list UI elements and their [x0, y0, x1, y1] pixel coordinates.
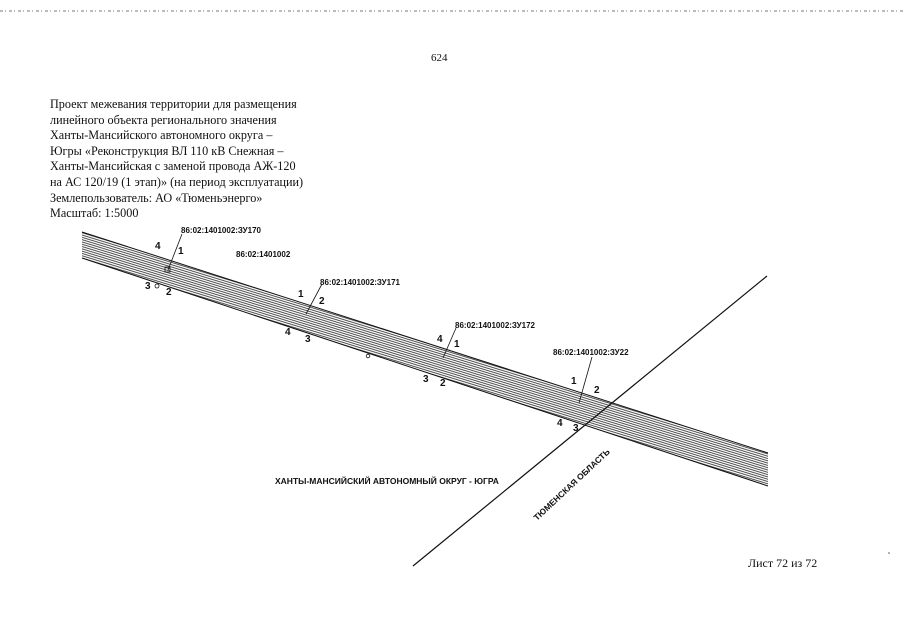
page-number: 624: [431, 52, 448, 64]
title-line: Ханты-Мансийского автономного округа –: [50, 128, 273, 143]
parcel-label-zu171: 86:02:1401002:ЗУ171: [320, 278, 401, 287]
corner-number: 4: [155, 241, 161, 252]
scale-line: Масштаб: 1:5000: [50, 206, 139, 221]
corner-number: 4: [285, 327, 291, 338]
corner-number: 4: [557, 418, 563, 429]
corner-number: 4: [437, 334, 443, 345]
title-line: на АС 120/19 (1 этап)» (на период эксплу…: [50, 174, 304, 189]
corner-number: 2: [594, 385, 600, 396]
region-boundary-line: [412, 275, 768, 567]
leader-line: [578, 356, 593, 404]
title-line: Ханты-Мансийская с заменой провода АЖ-12…: [50, 159, 296, 174]
corner-number: 1: [178, 246, 184, 257]
leader-line: [442, 327, 457, 359]
survey-point: [365, 353, 371, 359]
corner-number: 1: [454, 339, 460, 350]
land-user-line: Землепользователь: АО «Тюменьэнерго»: [50, 190, 263, 205]
corner-number: 1: [298, 289, 304, 300]
project-title-block: Проект межевания территории для размещен…: [50, 97, 350, 222]
parcel-label-zu172: 86:02:1401002:ЗУ172: [455, 321, 536, 330]
cadastral-quarter-label: 86:02:1401002: [236, 250, 291, 259]
survey-point: [154, 283, 160, 289]
corner-number: 3: [423, 374, 429, 385]
title-line: Югры «Реконструкция ВЛ 110 кВ Снежная –: [50, 143, 284, 158]
corner-number: 3: [145, 281, 151, 292]
strip-edge-upper: [81, 231, 769, 454]
corner-number: 2: [319, 296, 325, 307]
sheet-number: Лист 72 из 72: [748, 556, 818, 570]
leader-line: [305, 283, 323, 315]
parcel-label-zu170: 86:02:1401002:ЗУ170: [181, 226, 262, 235]
corner-number: 2: [166, 287, 172, 298]
scan-speck: [888, 552, 890, 554]
right-of-way-strip: [82, 232, 768, 486]
parcel-label-zu22: 86:02:1401002:ЗУ22: [553, 348, 629, 357]
corner-number: 2: [440, 378, 446, 389]
strip-edge-lower: [81, 257, 769, 487]
corner-number: 3: [305, 334, 311, 345]
parcel-marker: [164, 266, 171, 273]
region-label-tyumen: ТЮМЕНСКАЯ ОБЛАСТЬ: [532, 447, 612, 523]
title-line: Проект межевания территории для размещен…: [50, 97, 297, 111]
corner-number: 1: [571, 376, 577, 387]
leader-line: [167, 233, 183, 271]
corner-number: 3: [573, 423, 579, 434]
title-line: линейного объекта регионального значения: [50, 112, 277, 127]
scan-top-edge: [0, 10, 905, 12]
region-label-khmao: ХАНТЫ-МАНСИЙСКИЙ АВТОНОМНЫЙ ОКРУГ - ЮГРА: [275, 475, 499, 486]
